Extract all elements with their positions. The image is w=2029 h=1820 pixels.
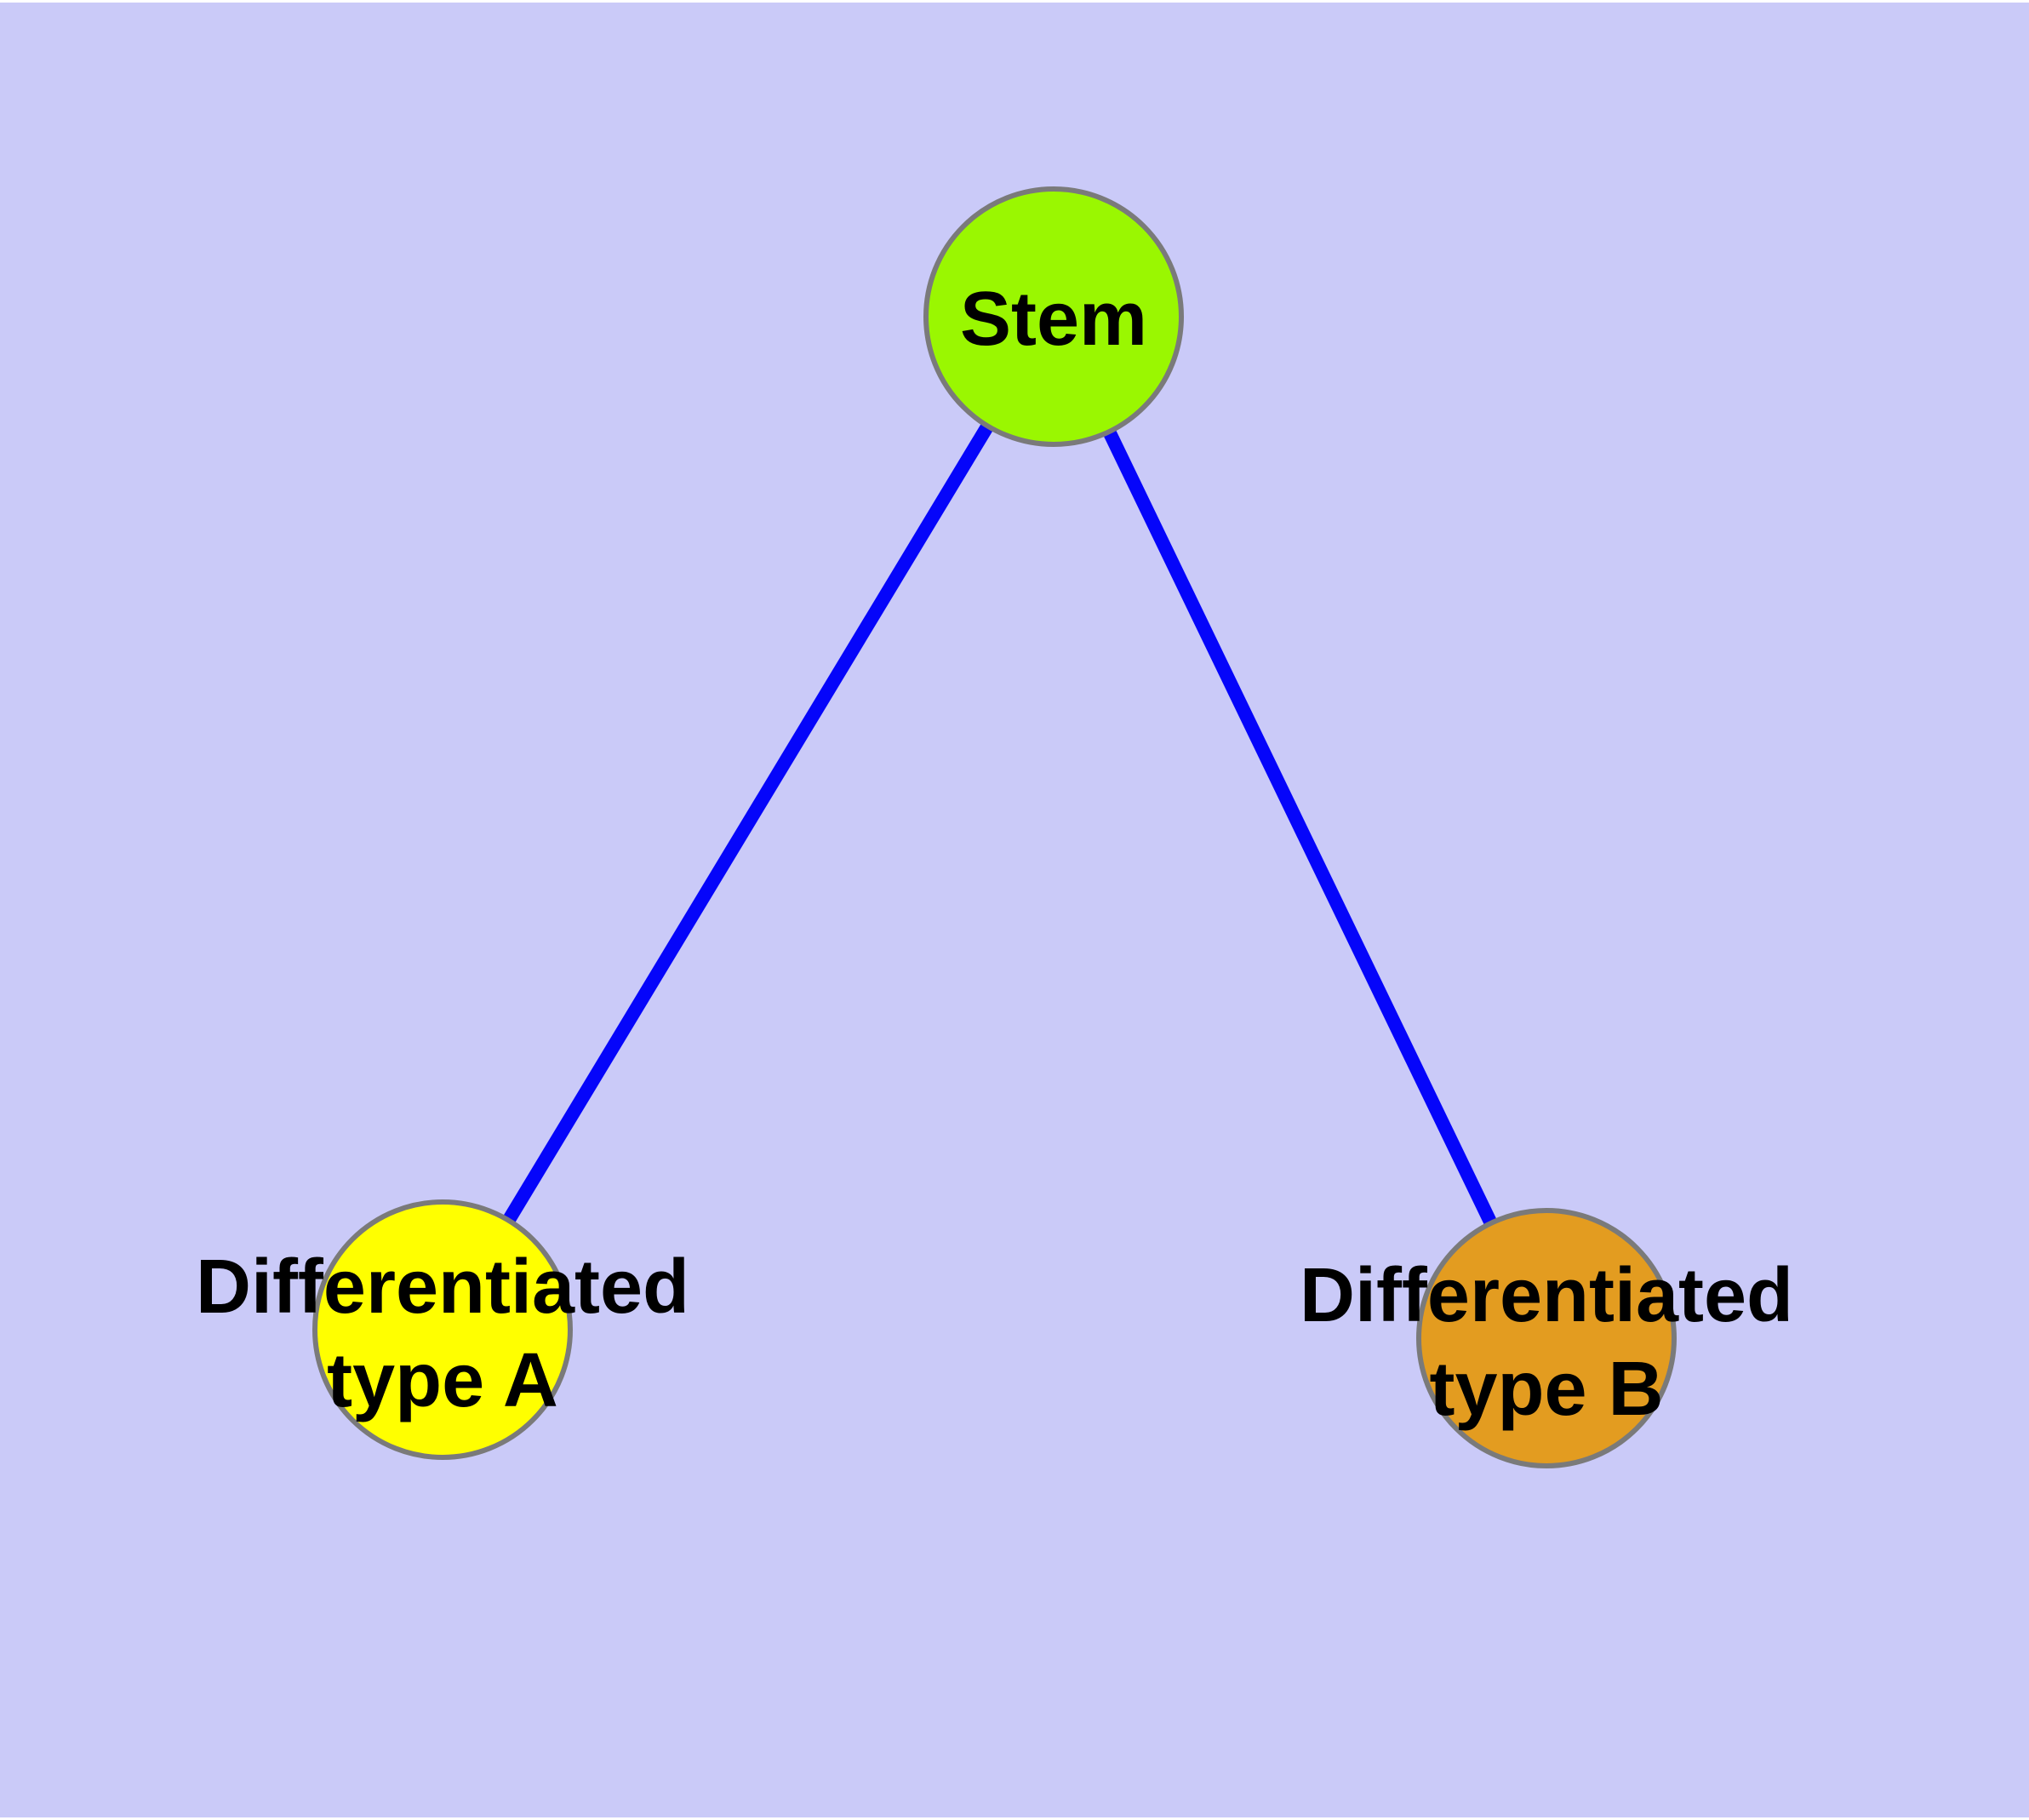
- stem-node: [923, 186, 1184, 447]
- type-a-node-label-line-1: Differentiated: [196, 1245, 689, 1330]
- differentiated-type-a-node: [312, 1199, 573, 1460]
- edge-stem-to-type-b: [1047, 313, 1553, 1342]
- type-b-node-label-line-2: type B: [1429, 1347, 1663, 1432]
- type-a-node-label-line-2: type A: [327, 1338, 558, 1423]
- type-b-node-label-line-1: Differentiated: [1300, 1253, 1793, 1338]
- edge-stem-to-type-a: [437, 312, 1060, 1334]
- stem-node-label: Stem: [960, 277, 1147, 362]
- differentiated-type-b-node: [1416, 1208, 1677, 1468]
